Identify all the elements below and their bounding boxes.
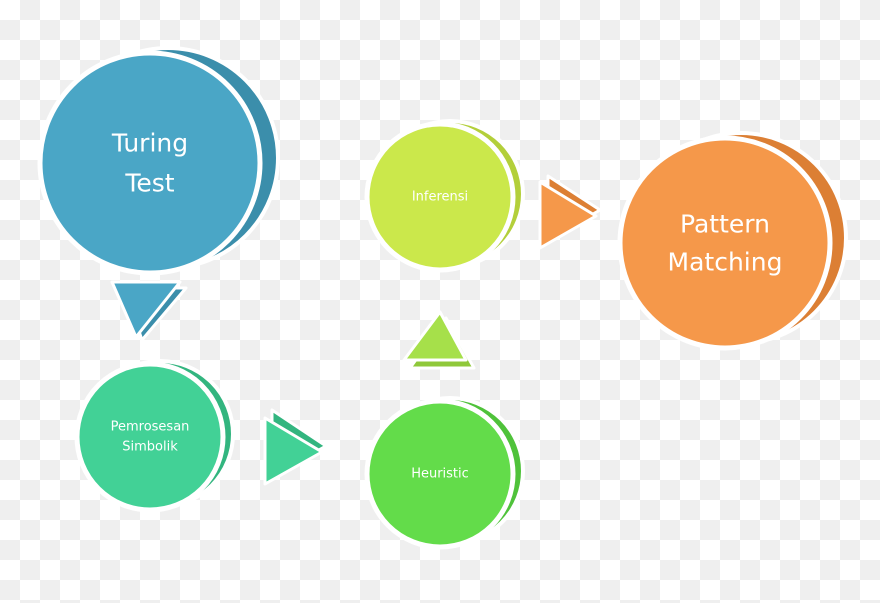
arrow-down-head bbox=[110, 280, 182, 339]
node-pattern-disk bbox=[617, 135, 833, 351]
arrow-right1-head bbox=[263, 416, 324, 486]
arrow-up-head bbox=[402, 310, 468, 362]
arrow-right2-head bbox=[538, 180, 598, 250]
node-pemrosesan-disk bbox=[74, 361, 226, 513]
arrow-right2 bbox=[538, 174, 602, 250]
node-pemrosesan-label-2: Simbolik bbox=[122, 440, 178, 455]
node-inferensi: Inferensi bbox=[364, 119, 525, 273]
node-turing-label-2: Test bbox=[124, 169, 174, 198]
node-pemrosesan-label-1: Pemrosesan bbox=[111, 420, 190, 435]
arrow-up bbox=[402, 310, 476, 370]
node-heuristic-disk bbox=[364, 398, 516, 550]
node-pattern-label-2: Matching bbox=[668, 248, 783, 277]
node-inferensi-label-1: Inferensi bbox=[412, 190, 468, 205]
node-inferensi-disk bbox=[364, 121, 516, 273]
node-pattern-label-1: Pattern bbox=[680, 210, 770, 239]
node-heuristic-label-1: Heuristic bbox=[411, 467, 469, 482]
node-turing-label-1: Turing bbox=[111, 129, 188, 158]
arrow-down bbox=[110, 280, 188, 342]
node-turing-disk bbox=[37, 50, 263, 276]
node-heuristic: Heuristic bbox=[364, 396, 525, 550]
arrow-right1 bbox=[263, 408, 328, 486]
